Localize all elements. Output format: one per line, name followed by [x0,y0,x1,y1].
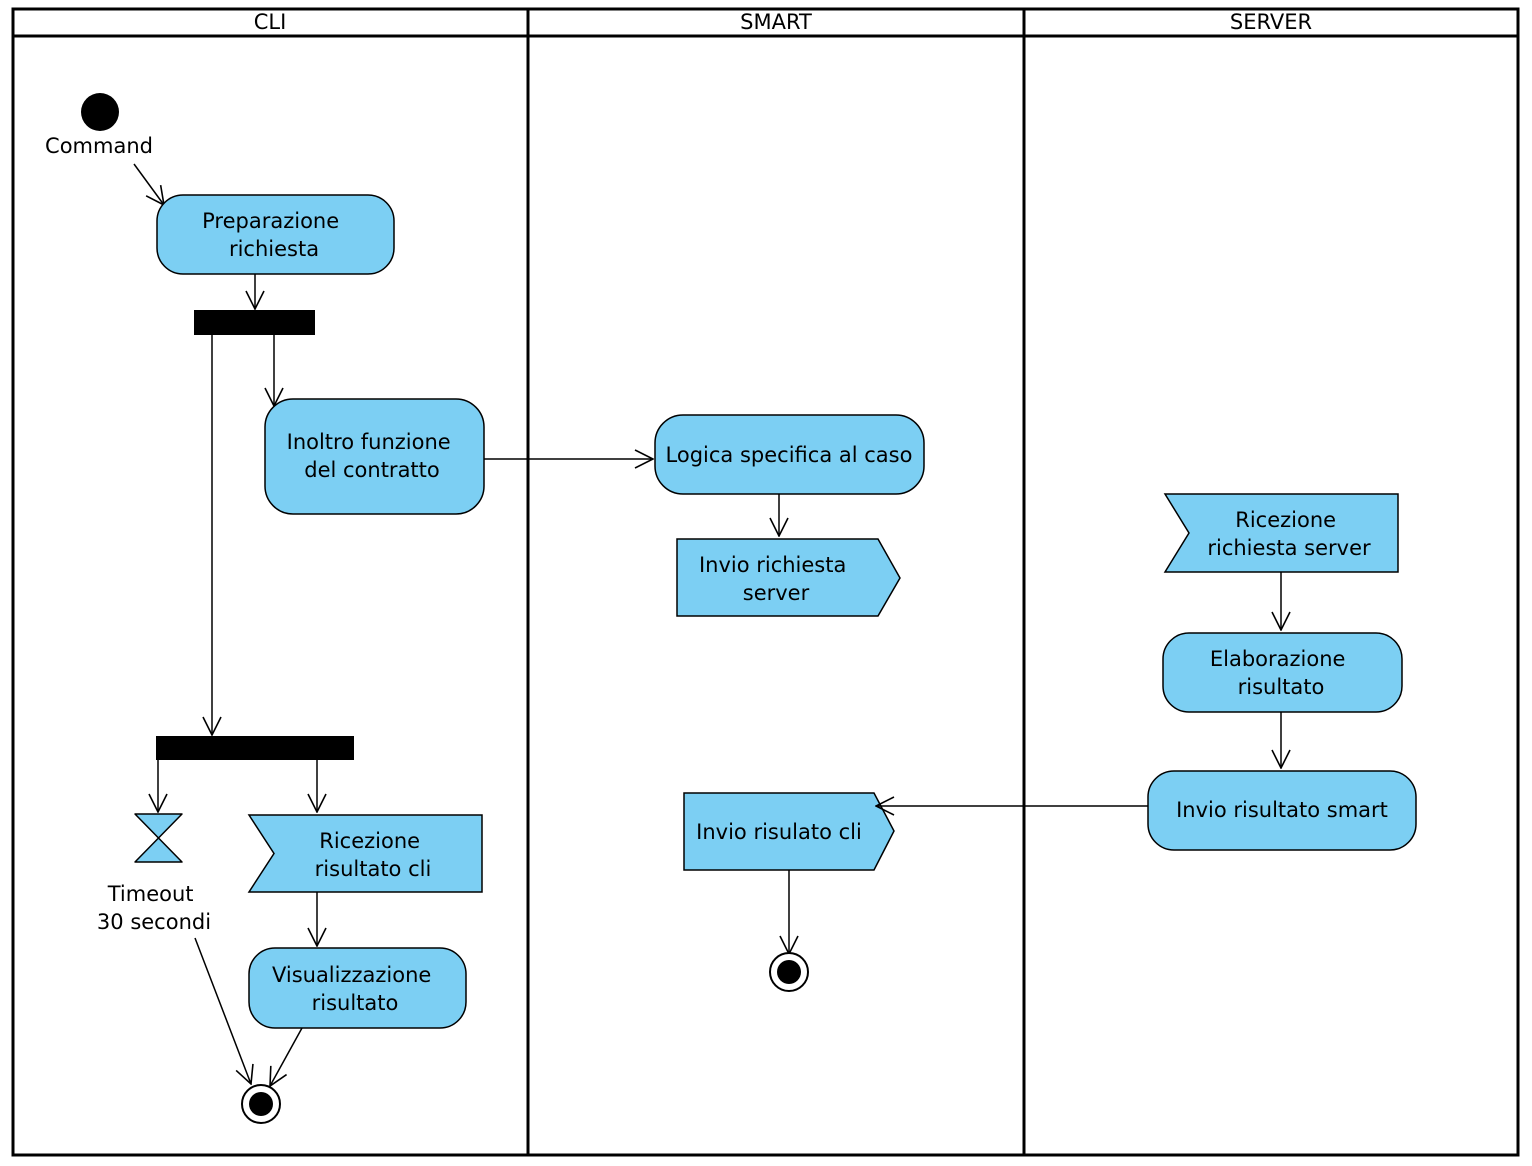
action-preparazione-richiesta: Preparazione richiesta [156,194,395,275]
timeout-label: 30 secondi [97,910,211,934]
lane-title-server: SERVER [1230,10,1312,34]
action-label-line: richiesta [229,237,319,261]
svg-text:Visualizzazione risultat: Visualizzazione risultato [272,963,438,1015]
flow-command-to-preparazione [133,163,164,205]
signal-label-line: server [743,581,810,605]
action-label: Invio risultato smart [1176,798,1388,822]
final-node-cli [241,1084,281,1124]
flow-visualizzazione-to-final [270,1027,303,1086]
timeout-hourglass-icon [134,813,183,863]
join-bar [156,736,354,760]
action-label: Logica specifica al caso [666,443,913,467]
event-label-line: Ricezione [1235,508,1336,532]
lane-title-cli: CLI [254,10,287,34]
action-label-line: Inoltro funzione [287,430,451,454]
initial-node [81,93,119,131]
action-invio-risultato-smart: Invio risultato smart [1147,770,1417,851]
swimlane-frame [11,7,1520,1157]
event-label-line: Ricezione [319,829,420,853]
action-label-line: risultato [1238,675,1325,699]
initial-node-label: Command [45,134,153,158]
action-elaborazione-risultato: Elaborazione risultato [1162,632,1403,713]
action-label-line: Preparazione [202,209,339,233]
signal-label: Invio risulato cli [696,820,862,844]
action-label-line: Visualizzazione [272,963,431,987]
svg-text:Invio richiesta server: Invio richiesta server [699,553,853,605]
svg-text:Ricezione risultato cli: Ricezione risultato cli [315,829,432,881]
lane-title-smart: SMART [740,10,812,34]
event-label-line: risultato cli [315,857,432,881]
event-label-line: richiesta server [1207,536,1371,560]
svg-text:Ricezione richiesta serv: Ricezione richiesta server [1207,508,1371,560]
svg-text:Elaborazione risultato: Elaborazione risultato [1210,647,1352,699]
action-label-line: Elaborazione [1210,647,1346,671]
signal-label-line: Invio richiesta [699,553,846,577]
svg-text:Timeout 30 secondi: Timeout 30 secondi [97,882,211,934]
final-node-smart [769,952,809,992]
signal-invio-risulato-cli: Invio risulato cli [683,792,895,871]
fork-bar [194,310,315,335]
event-ricezione-richiesta-server: Ricezione richiesta server [1163,493,1399,573]
event-ricezione-risultato-cli: Ricezione risultato cli [247,814,483,893]
action-visualizzazione-risultato: Visualizzazione risultato [248,947,467,1029]
action-inoltro-funzione: Inoltro funzione del contratto [264,398,485,515]
action-logica-specifica: Logica specifica al caso [654,414,925,495]
action-label-line: del contratto [304,458,440,482]
svg-text:Preparazione richiesta: Preparazione richiesta [202,209,346,261]
signal-invio-richiesta-server: Invio richiesta server [676,538,901,617]
action-label-line: risultato [312,991,399,1015]
flow-timeout-to-final [194,937,251,1084]
svg-text:Inoltro funzione del con: Inoltro funzione del contratto [287,430,458,482]
timeout-label: Timeout [107,882,194,906]
